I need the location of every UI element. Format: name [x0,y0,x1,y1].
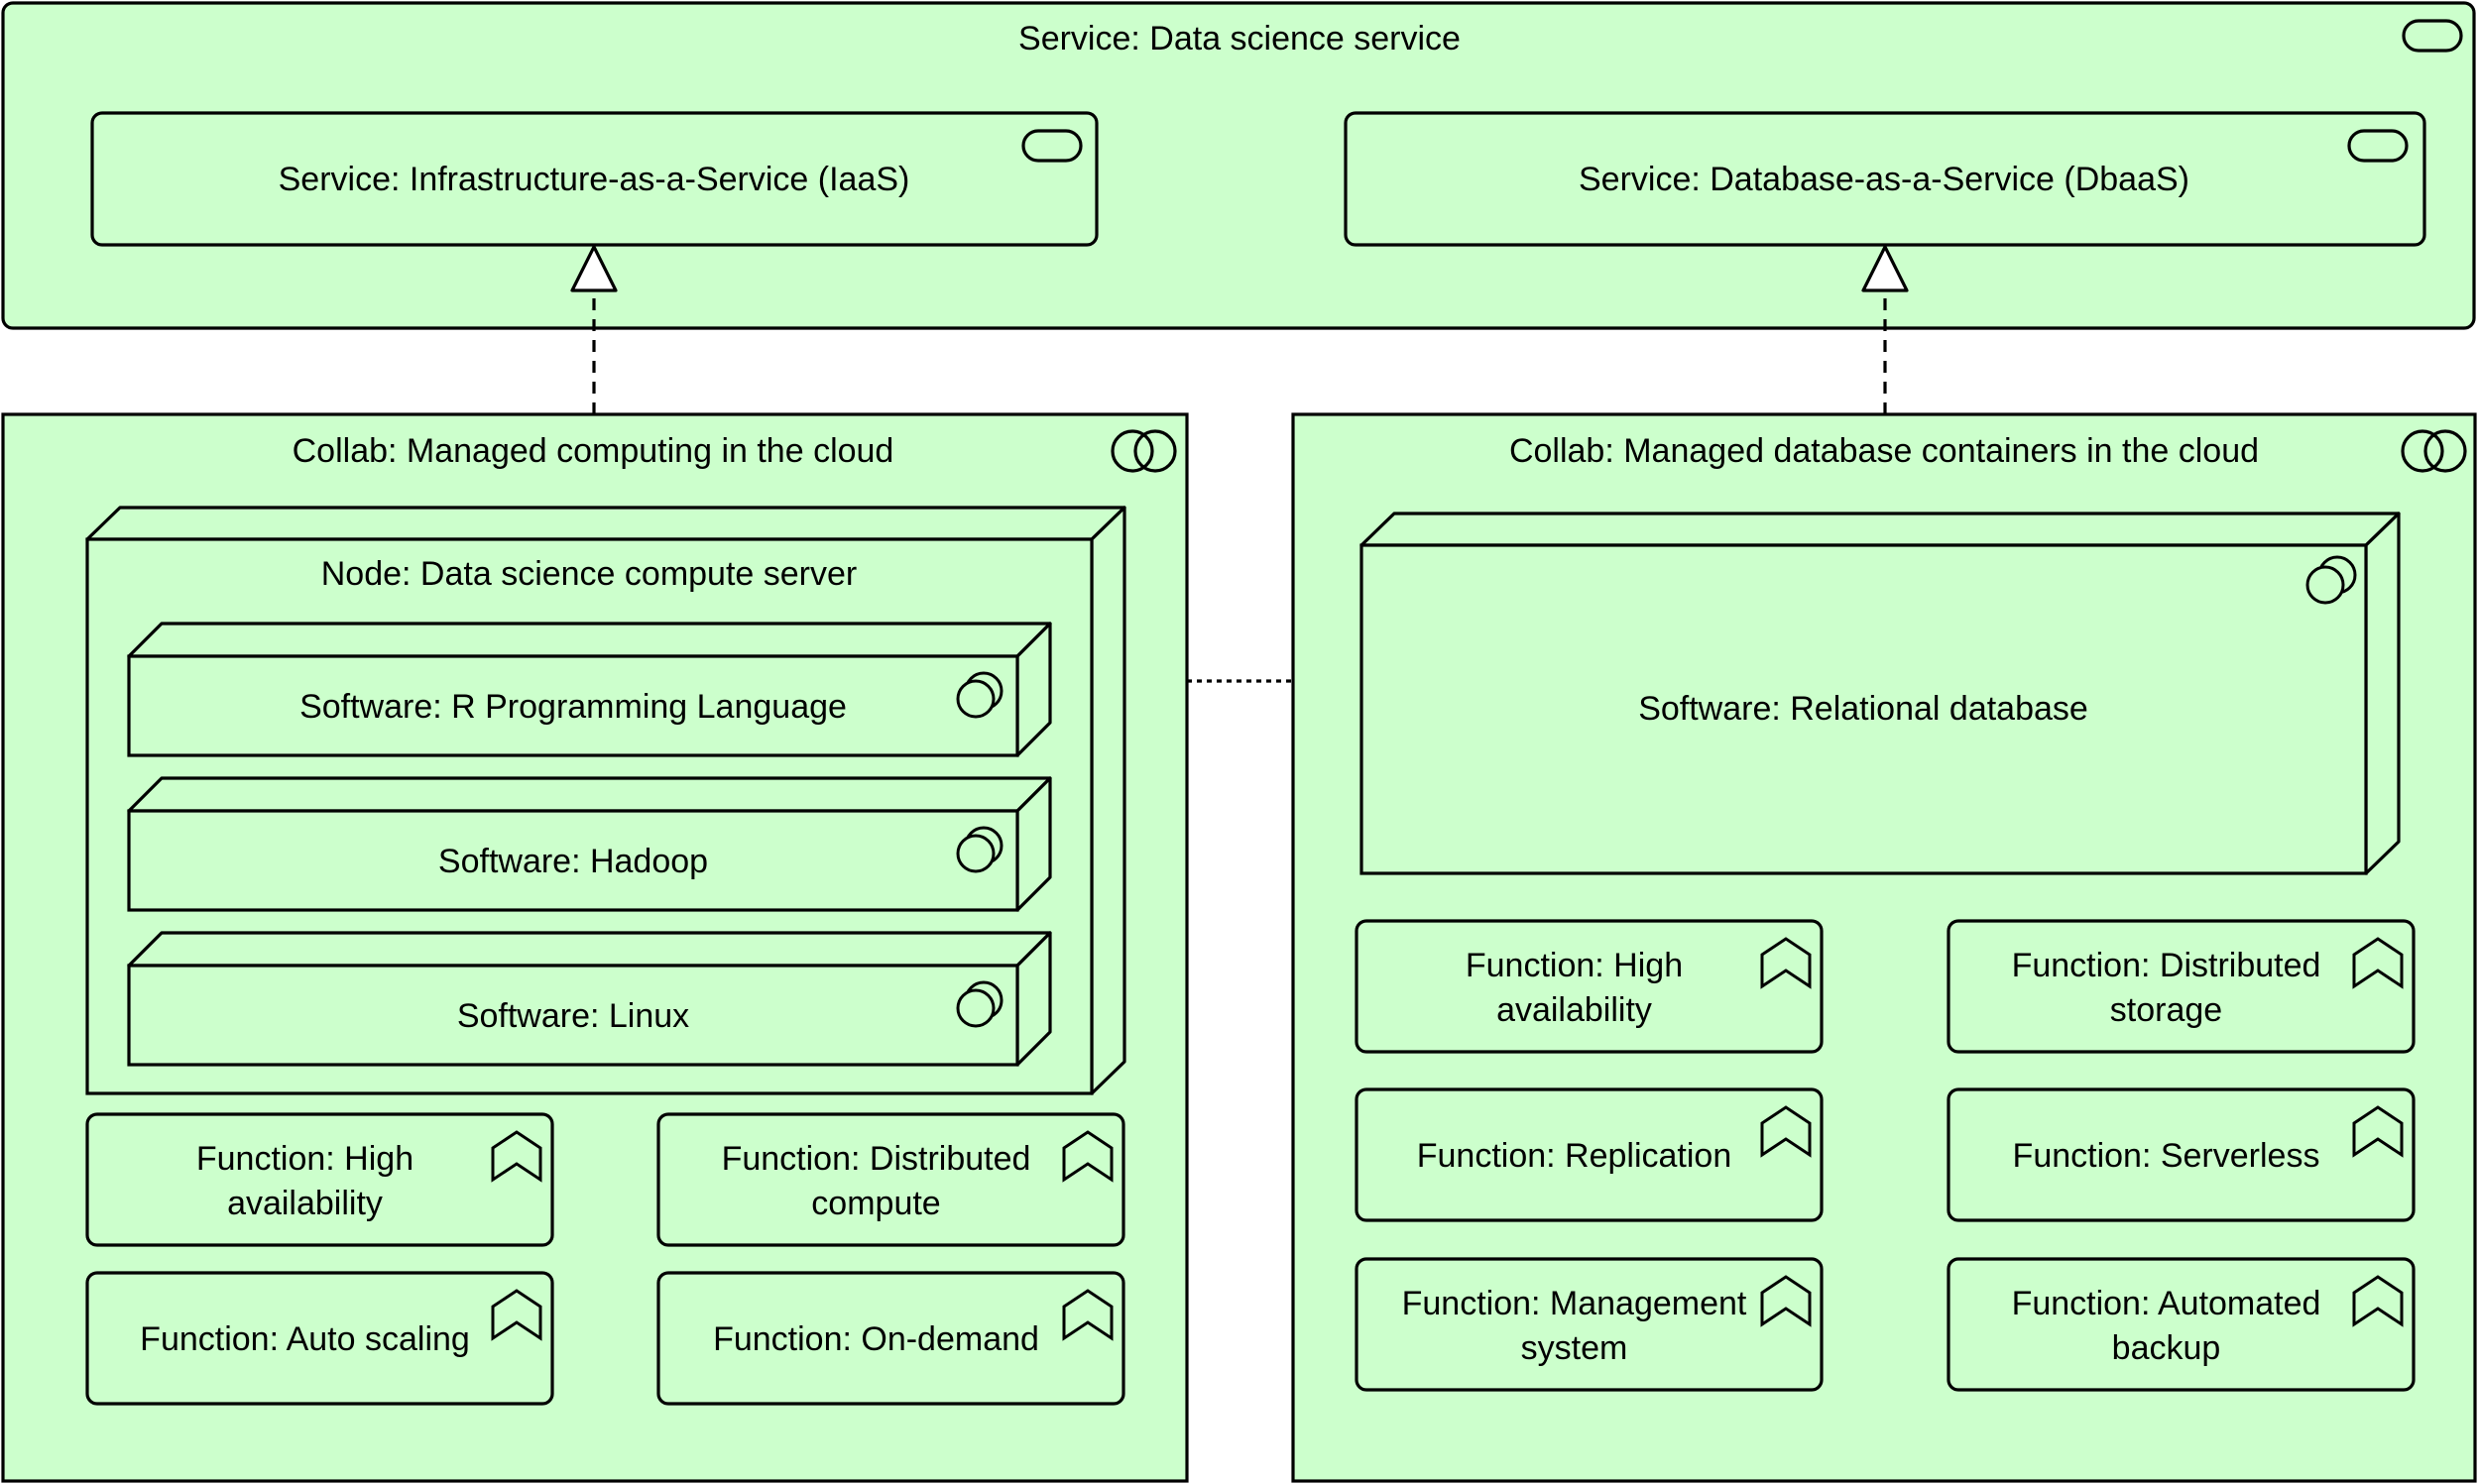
function-label-line: system [1521,1329,1628,1367]
software-hadoop[interactable]: Software: Hadoop [127,776,1052,912]
function-label-line: compute [811,1185,940,1222]
service-icon [1021,129,1083,163]
function-label-line: storage [2110,991,2222,1029]
collab-managed-database[interactable]: Collab: Managed database containers in t… [1291,412,2477,1483]
function-icon [1760,1275,1812,1327]
function-icon [1760,937,1812,989]
realization-dbaas[interactable] [1861,245,1909,414]
collaboration-icon [2401,429,2467,473]
software-relational-database-label: Software: Relational database [1638,690,2088,728]
service-icon [2402,19,2463,53]
realization-arrowhead [1861,245,1909,292]
service-dbaas-label: Service: Database-as-a-Service (DbaaS) [1579,161,2189,198]
system-software-icon [956,826,1003,873]
system-software-icon [2305,555,2357,605]
service-dbaas[interactable]: Service: Database-as-a-Service (DbaaS) [1344,111,2426,247]
function-label-line: Function: High [1466,947,1683,984]
function-icon [2352,937,2404,989]
realization-iaas[interactable] [570,245,618,414]
function-label-line: availability [1496,991,1652,1029]
function-icon [2352,1275,2404,1327]
function-distributed-compute[interactable]: Function: Distributed compute [656,1112,1125,1247]
function-icon [1062,1289,1114,1341]
function-high-availability[interactable]: Function: High availability [1355,919,1824,1054]
software-label: Software: Hadoop [438,843,708,880]
function-label-line: Function: Management [1402,1285,1747,1322]
collab-managed-computing[interactable]: Collab: Managed computing in the cloud N… [1,412,1189,1483]
function-label-line: Function: Distributed [722,1140,1031,1178]
software-relational-database[interactable]: Software: Relational database [1359,512,2401,875]
function-management-system[interactable]: Function: Management system [1355,1257,1824,1392]
function-icon [1760,1105,1812,1158]
function-automated-backup[interactable]: Function: Automated backup [1947,1257,2416,1392]
node-label: Node: Data science compute server [321,555,857,593]
service-data-science[interactable]: Service: Data science service [1,1,2476,330]
software-r-language[interactable]: Software: R Programming Language [127,622,1052,757]
realization-arrowhead [570,245,618,292]
function-label-line: Function: Automated [2012,1285,2321,1322]
function-high-availability[interactable]: Function: High availability [85,1112,554,1247]
function-label-line: Function: High [196,1140,413,1178]
function-icon [1062,1130,1114,1183]
function-icon [491,1130,542,1183]
service-iaas-label: Service: Infrastructure-as-a-Service (Ia… [279,161,910,198]
function-label-line: Function: Distributed [2012,947,2321,984]
function-label-line: Function: Auto scaling [140,1320,470,1358]
software-label: Software: R Programming Language [299,688,847,726]
software-linux[interactable]: Software: Linux [127,931,1052,1067]
function-label-line: Function: On-demand [713,1320,1039,1358]
collaboration-icon [1111,429,1177,473]
function-icon [491,1289,542,1341]
function-label-line: Function: Serverless [2013,1137,2320,1175]
function-label-line: Function: Replication [1417,1137,1732,1175]
collab-compute-label: Collab: Managed computing in the cloud [293,432,894,470]
function-serverless[interactable]: Function: Serverless [1947,1087,2416,1222]
function-auto-scaling[interactable]: Function: Auto scaling [85,1271,554,1406]
system-software-icon [956,980,1003,1028]
function-replication[interactable]: Function: Replication [1355,1087,1824,1222]
service-iaas[interactable]: Service: Infrastructure-as-a-Service (Ia… [90,111,1099,247]
service-icon [2347,129,2409,163]
function-distributed-storage[interactable]: Function: Distributed storage [1947,919,2416,1054]
function-label-line: availability [227,1185,383,1222]
function-label-line: backup [2112,1329,2221,1367]
collab-db-label: Collab: Managed database containers in t… [1509,432,2259,470]
system-software-icon [956,671,1003,719]
function-on-demand[interactable]: Function: On-demand [656,1271,1125,1406]
software-label: Software: Linux [457,997,689,1035]
function-icon [2352,1105,2404,1158]
service-data-science-label: Service: Data science service [1018,20,1461,57]
